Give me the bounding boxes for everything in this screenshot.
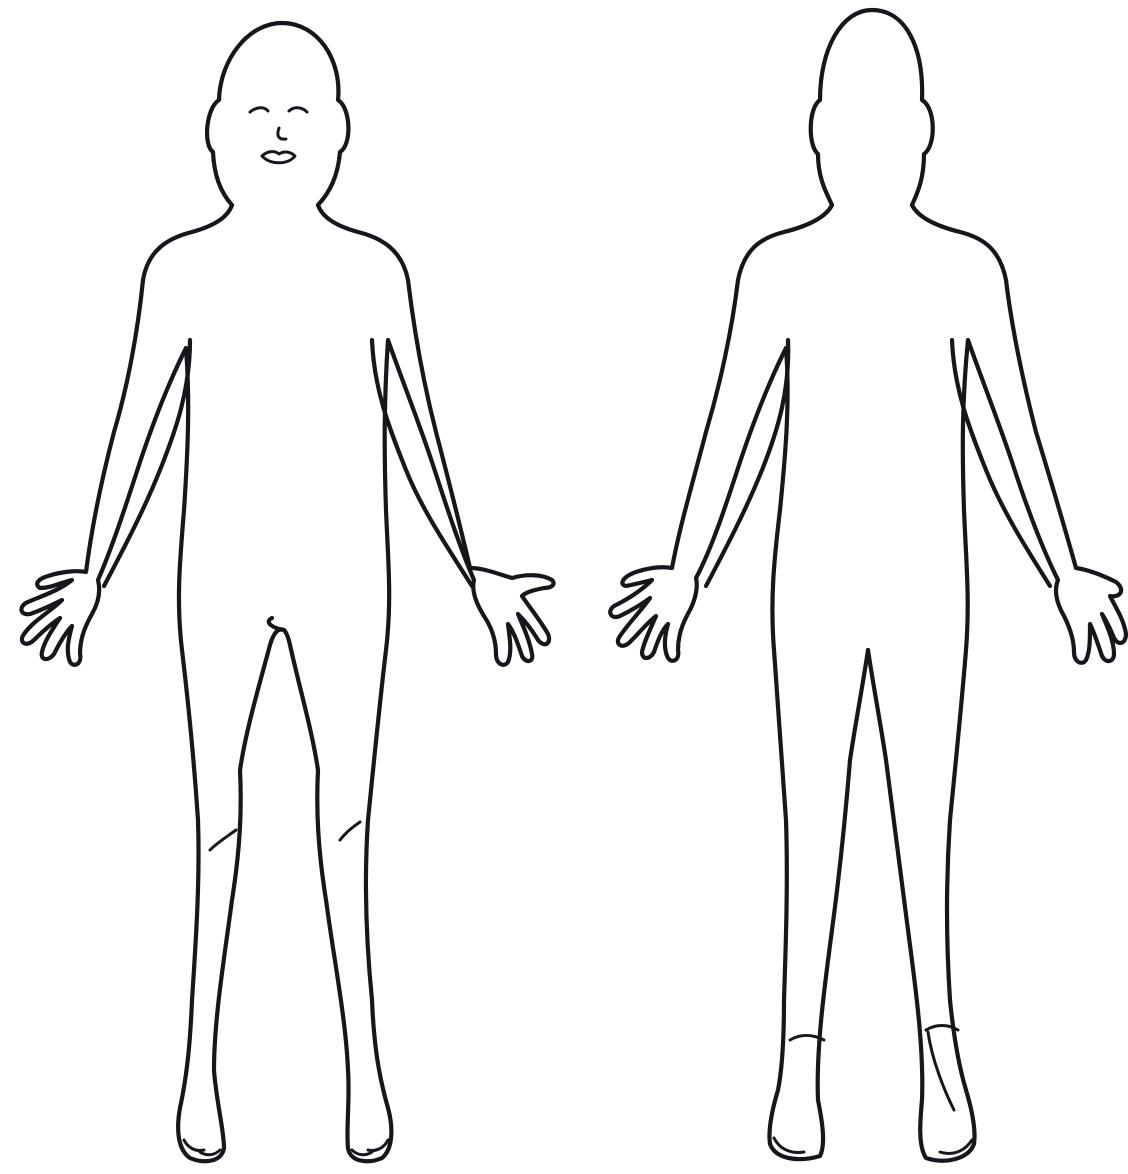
front-mouth xyxy=(262,152,295,163)
front-left-knee-mark xyxy=(210,830,236,850)
back-head-outline xyxy=(811,10,933,205)
front-right-knee-mark xyxy=(340,822,360,840)
front-right-toes xyxy=(352,1140,388,1155)
front-right-eye xyxy=(289,108,307,112)
back-left-toes xyxy=(774,1138,804,1152)
front-left-eye xyxy=(250,108,268,112)
back-right-heel-curve xyxy=(928,1032,954,1110)
front-head-outline xyxy=(207,23,348,205)
front-left-body-outline xyxy=(21,205,284,1161)
back-right-body-outline xyxy=(868,205,1126,1161)
back-left-body-outline xyxy=(610,205,868,1159)
front-left-inner-arm xyxy=(104,340,190,586)
front-body-figure xyxy=(21,23,553,1161)
front-nose xyxy=(278,128,286,139)
back-body-figure xyxy=(610,10,1126,1161)
front-left-toes xyxy=(184,1140,220,1155)
front-right-body-outline xyxy=(284,205,554,1161)
